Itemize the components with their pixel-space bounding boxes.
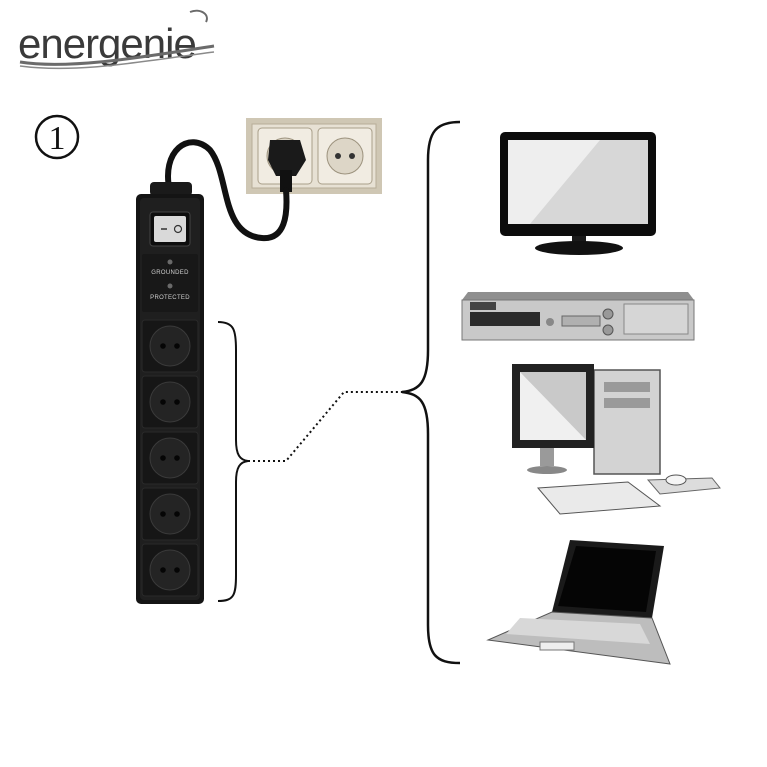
dotted-connector [248, 392, 402, 461]
monitor-icon [500, 132, 656, 255]
outlet [142, 320, 198, 372]
power-strip: GROUNDED PROTECTED [136, 182, 204, 604]
outlets-brace [218, 322, 248, 601]
grounded-label: GROUNDED [151, 270, 189, 276]
outlet [142, 376, 198, 428]
desktop-computer-icon [512, 364, 720, 514]
step-number: 1 [49, 120, 66, 157]
protected-label: PROTECTED [150, 295, 190, 301]
outlet [142, 432, 198, 484]
devices-brace [402, 122, 460, 663]
wall-socket [246, 118, 382, 194]
energenie-logo: energenie [18, 11, 214, 69]
grounded-led [168, 260, 173, 265]
protected-led [168, 284, 173, 289]
outlet [142, 488, 198, 540]
step-indicator: 1 [36, 116, 78, 158]
dvd-receiver-icon [462, 292, 694, 340]
laptop-icon [488, 540, 670, 664]
outlet [142, 544, 198, 596]
